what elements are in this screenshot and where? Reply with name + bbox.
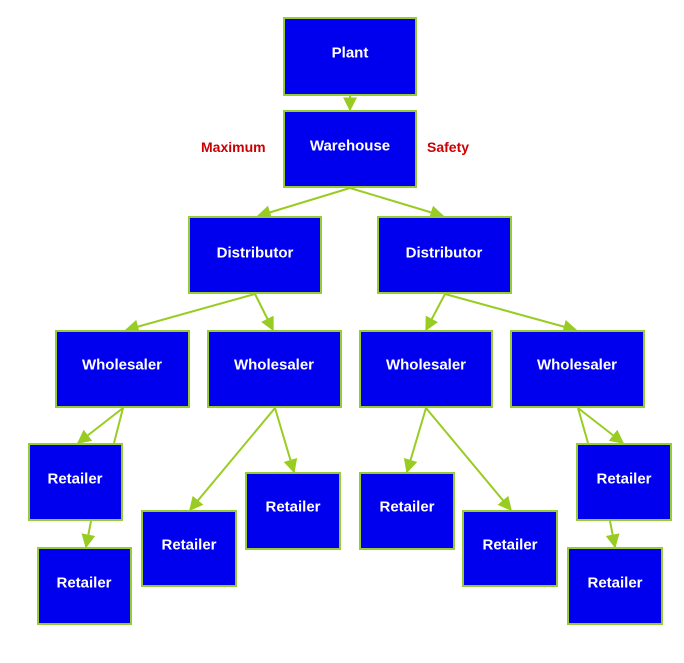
edge-retailer-7-retailer-8 bbox=[605, 520, 620, 549]
maximum-label: Maximum bbox=[201, 139, 266, 155]
edge-wholesaler-3-retailer-6 bbox=[425, 407, 512, 512]
node-label: Distributor bbox=[217, 245, 294, 262]
node-label: Wholesaler bbox=[82, 357, 162, 374]
edge-warehouse-distributor-1 bbox=[256, 187, 351, 220]
safety-label: Safety bbox=[427, 139, 469, 155]
edge-wholesaler-1-retailer-1 bbox=[76, 407, 124, 444]
node-retailer-8[interactable]: Retailer bbox=[567, 547, 663, 625]
edge-wholesaler-3-retailer-5 bbox=[403, 407, 427, 474]
node-label: Retailer bbox=[47, 471, 102, 488]
node-label: Retailer bbox=[587, 575, 642, 592]
node-distributor-1[interactable]: Distributor bbox=[188, 216, 322, 294]
node-label: Retailer bbox=[596, 471, 651, 488]
edge-wholesaler-2-retailer-3 bbox=[189, 407, 276, 512]
node-retailer-4[interactable]: Retailer bbox=[245, 472, 341, 550]
node-label: Wholesaler bbox=[234, 357, 314, 374]
node-wholesaler-2[interactable]: Wholesaler bbox=[207, 330, 342, 408]
node-label: Distributor bbox=[406, 245, 483, 262]
node-plant[interactable]: Plant bbox=[283, 17, 417, 96]
edge-retailer-1-retailer-2 bbox=[81, 520, 96, 549]
node-wholesaler-1[interactable]: Wholesaler bbox=[55, 330, 190, 408]
node-wholesaler-4[interactable]: Wholesaler bbox=[510, 330, 645, 408]
node-label: Wholesaler bbox=[386, 357, 466, 374]
edge-distributor-1-wholesaler-2 bbox=[254, 293, 274, 332]
edge-wholesaler-4-retailer-7 bbox=[577, 407, 589, 444]
node-label: Retailer bbox=[265, 499, 320, 516]
node-label: Retailer bbox=[56, 575, 111, 592]
node-wholesaler-3[interactable]: Wholesaler bbox=[359, 330, 493, 408]
edge-distributor-1-wholesaler-1 bbox=[124, 293, 256, 334]
edges bbox=[76, 95, 625, 549]
node-label: Retailer bbox=[379, 499, 434, 516]
node-retailer-3[interactable]: Retailer bbox=[141, 510, 237, 587]
edge-distributor-2-wholesaler-3 bbox=[425, 293, 446, 332]
node-warehouse[interactable]: Warehouse bbox=[283, 110, 417, 188]
node-label: Retailer bbox=[161, 537, 216, 554]
node-retailer-2[interactable]: Retailer bbox=[37, 547, 132, 625]
node-label: Wholesaler bbox=[537, 357, 617, 374]
node-retailer-6[interactable]: Retailer bbox=[462, 510, 558, 587]
edge-distributor-2-wholesaler-4 bbox=[444, 293, 578, 334]
edge-warehouse-distributor-2 bbox=[349, 187, 445, 220]
node-retailer-7[interactable]: Retailer bbox=[576, 443, 672, 521]
node-label: Retailer bbox=[482, 537, 537, 554]
edge-wholesaler-4-retailer-7-b bbox=[577, 407, 625, 444]
node-retailer-1[interactable]: Retailer bbox=[28, 443, 123, 521]
node-distributor-2[interactable]: Distributor bbox=[377, 216, 512, 294]
edge-wholesaler-1-retailer-1-b bbox=[113, 407, 124, 444]
node-label: Plant bbox=[332, 45, 369, 62]
node-retailer-5[interactable]: Retailer bbox=[359, 472, 455, 550]
node-label: Warehouse bbox=[310, 138, 390, 155]
edge-wholesaler-2-retailer-4 bbox=[274, 407, 298, 474]
